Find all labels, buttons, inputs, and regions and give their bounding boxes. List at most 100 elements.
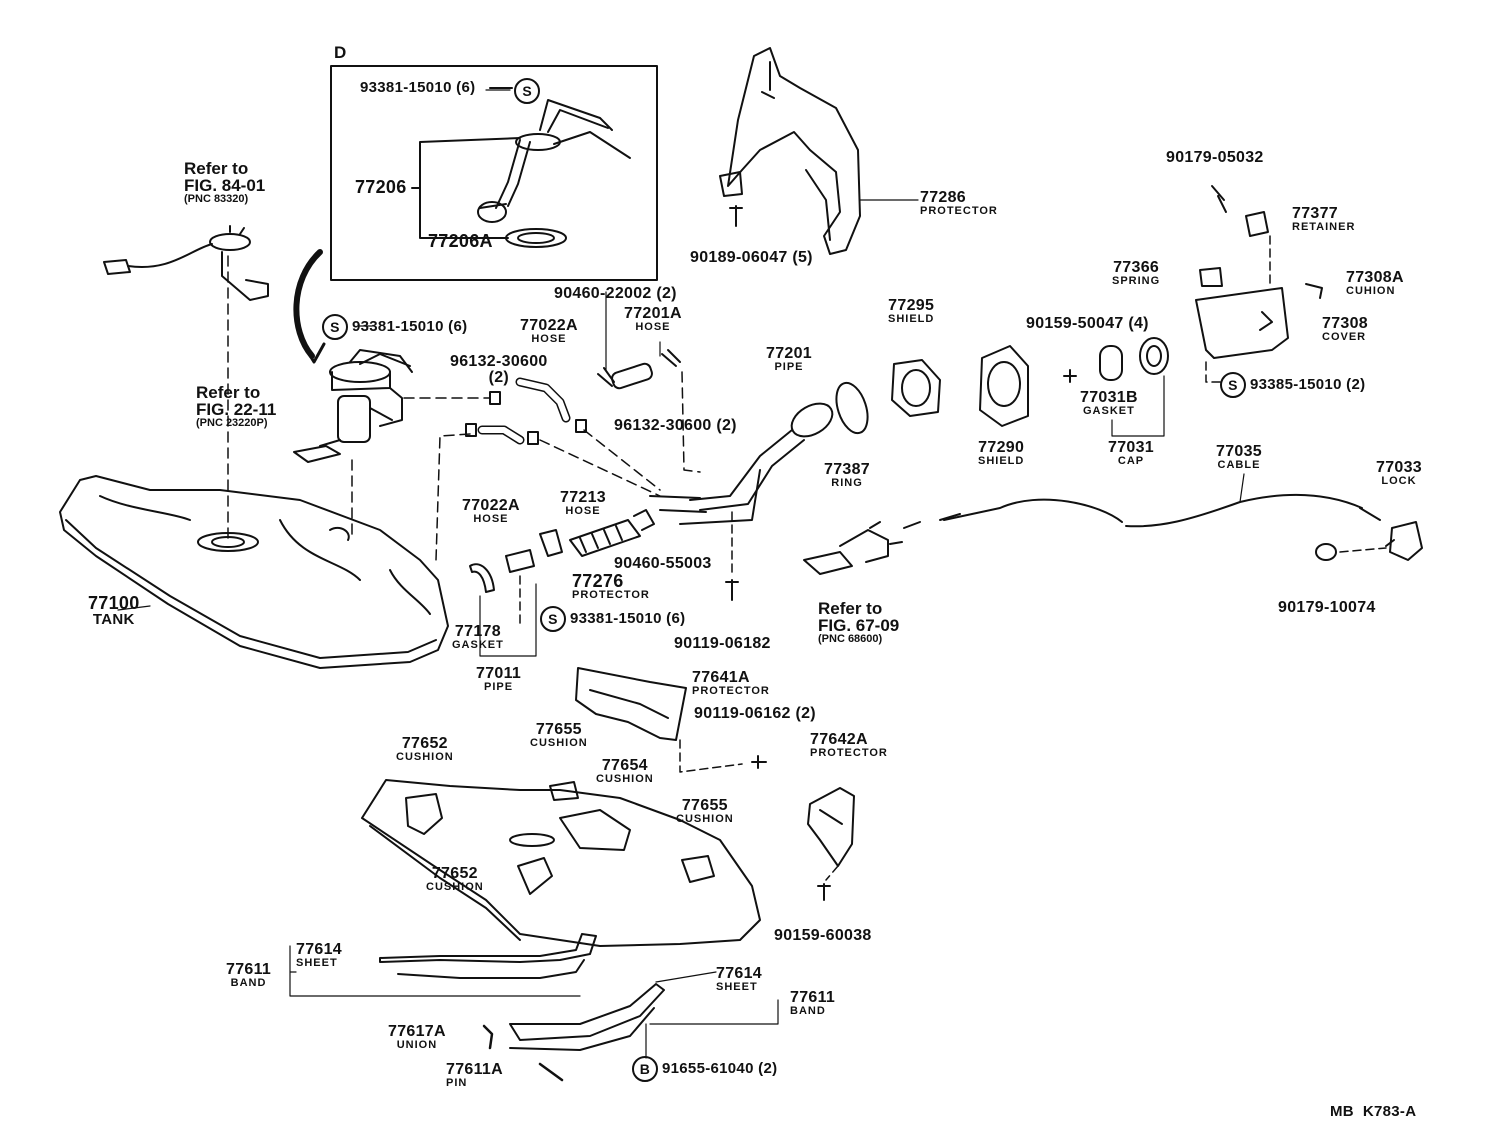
sender-gauge — [103, 225, 269, 301]
hoses-left — [465, 377, 587, 445]
gasket-77031B — [1099, 345, 1123, 381]
shield-77290 — [979, 345, 1029, 427]
tank-bands — [379, 933, 665, 1051]
cap-77031 — [1139, 337, 1169, 375]
ref-pnc: (PNC 23220P) — [196, 417, 268, 429]
pin-77611A — [538, 1062, 564, 1082]
ref-pnc: (PNC 83320) — [184, 193, 249, 205]
shield-77295 — [891, 359, 941, 417]
opener-lever — [803, 521, 903, 575]
fuel-tank — [59, 475, 449, 669]
ref-line1: Refer to — [184, 159, 249, 178]
filler-hose — [539, 509, 655, 557]
part-90119-06182: 90119-06182 — [674, 635, 771, 652]
ref-fig-67-09[interactable]: Refer to FIG. 67-09 (PNC 68600) — [818, 600, 899, 645]
part-93381-15010-top: 93381-15010 (6) — [360, 79, 476, 96]
screw-90159-50047 — [1063, 369, 1077, 383]
part-90159-50047: 90159-50047 (4) — [1026, 315, 1149, 332]
part-90179-10074: 90179-10074 — [1278, 599, 1376, 616]
inset-label: D — [334, 43, 347, 62]
bolt-90119-06162 — [751, 755, 767, 769]
filler-pipe — [649, 402, 834, 525]
ref-fig-22-11[interactable]: Refer to FIG. 22-11 (PNC 23220P) — [196, 384, 276, 429]
ref-line1: Refer to — [196, 383, 261, 402]
part-77206: 77206 — [355, 177, 407, 197]
part-90159-60038: 90159-60038 — [774, 927, 872, 944]
part-90189-06047: 90189-06047 (5) — [690, 249, 813, 266]
part-96132-30600-a: 96132-30600(2) — [450, 353, 548, 386]
pipe-77011 — [469, 549, 537, 657]
bolt-90119-06182 — [725, 579, 739, 601]
ref-pnc: (PNC 68600) — [818, 633, 883, 645]
bolt-90189 — [729, 205, 743, 227]
pump-assembly-inset — [411, 87, 631, 248]
opener-cable — [903, 493, 1381, 529]
fuel-cover — [1195, 185, 1323, 359]
s-symbol: S — [514, 78, 544, 104]
curved-arrow — [293, 249, 323, 359]
hose-77201A — [597, 349, 681, 390]
protector-77642A — [807, 787, 855, 867]
fuel-tank-lower — [361, 779, 761, 947]
bolt-90159-60038 — [817, 883, 831, 901]
part-96132-30600-b: 96132-30600 (2) — [614, 417, 737, 434]
lock-77033 — [1315, 521, 1423, 561]
figure-code: MB K783-A — [1330, 1103, 1417, 1120]
part-90460-55003: 90460-55003 — [614, 555, 712, 572]
ring-77387 — [835, 381, 869, 435]
union-77617A — [482, 1024, 494, 1050]
ref-line2: FIG. 84-01 — [184, 176, 266, 195]
protector-77286 — [719, 47, 861, 255]
part-90179-05032: 90179-05032 — [1166, 149, 1264, 166]
ref-line2: FIG. 67-09 — [818, 616, 900, 635]
inset-box — [330, 65, 658, 281]
fuel-pump-assembly — [293, 349, 413, 463]
part-90119-06162: 90119-06162 (2) — [694, 705, 816, 722]
ref-fig-84-01[interactable]: Refer to FIG. 84-01 (PNC 83320) — [184, 160, 265, 205]
ref-line1: Refer to — [818, 599, 883, 618]
part-77206A: 77206A — [428, 231, 493, 251]
part-90460-22002: 90460-22002 (2) — [554, 285, 677, 302]
ref-line2: FIG. 22-11 — [196, 400, 277, 419]
protector-77641A — [575, 667, 687, 741]
